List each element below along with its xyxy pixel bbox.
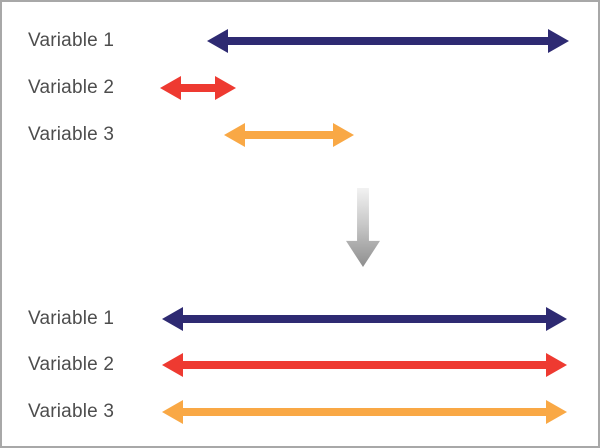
- arrow-left-head-icon: [160, 76, 181, 100]
- variable-row: Variable 1: [2, 307, 598, 331]
- arrow-left-head-icon: [224, 123, 245, 147]
- arrow-shaft: [222, 37, 554, 45]
- range-arrow: [162, 400, 567, 424]
- arrow-left-head-icon: [162, 353, 183, 377]
- arrow-right-head-icon: [546, 400, 567, 424]
- variable-label: Variable 3: [28, 124, 115, 145]
- arrow-left-head-icon: [162, 307, 183, 331]
- arrow-right-head-icon: [546, 307, 567, 331]
- variable-row: Variable 2: [2, 76, 598, 100]
- arrow-shaft: [177, 408, 552, 416]
- arrow-right-head-icon: [548, 29, 569, 53]
- down-arrow-icon: [346, 188, 380, 267]
- range-arrow: [162, 353, 567, 377]
- arrow-shaft: [177, 315, 552, 323]
- range-arrow: [162, 307, 567, 331]
- variable-row: Variable 1: [2, 29, 598, 53]
- variable-label: Variable 1: [28, 308, 115, 329]
- arrow-left-head-icon: [207, 29, 228, 53]
- arrow-right-head-icon: [333, 123, 354, 147]
- arrow-left-head-icon: [162, 400, 183, 424]
- variable-row: Variable 3: [2, 123, 598, 147]
- variable-row: Variable 3: [2, 400, 598, 424]
- arrow-shaft: [175, 84, 221, 92]
- variable-row: Variable 2: [2, 353, 598, 377]
- variable-label: Variable 2: [28, 354, 115, 375]
- variable-label: Variable 1: [28, 30, 115, 51]
- range-arrow: [207, 29, 569, 53]
- arrow-shaft: [239, 131, 339, 139]
- arrow-shaft: [177, 361, 552, 369]
- range-arrow: [224, 123, 354, 147]
- arrow-right-head-icon: [215, 76, 236, 100]
- variable-label: Variable 3: [28, 401, 115, 422]
- variable-label: Variable 2: [28, 77, 115, 98]
- arrow-right-head-icon: [546, 353, 567, 377]
- range-arrow: [160, 76, 236, 100]
